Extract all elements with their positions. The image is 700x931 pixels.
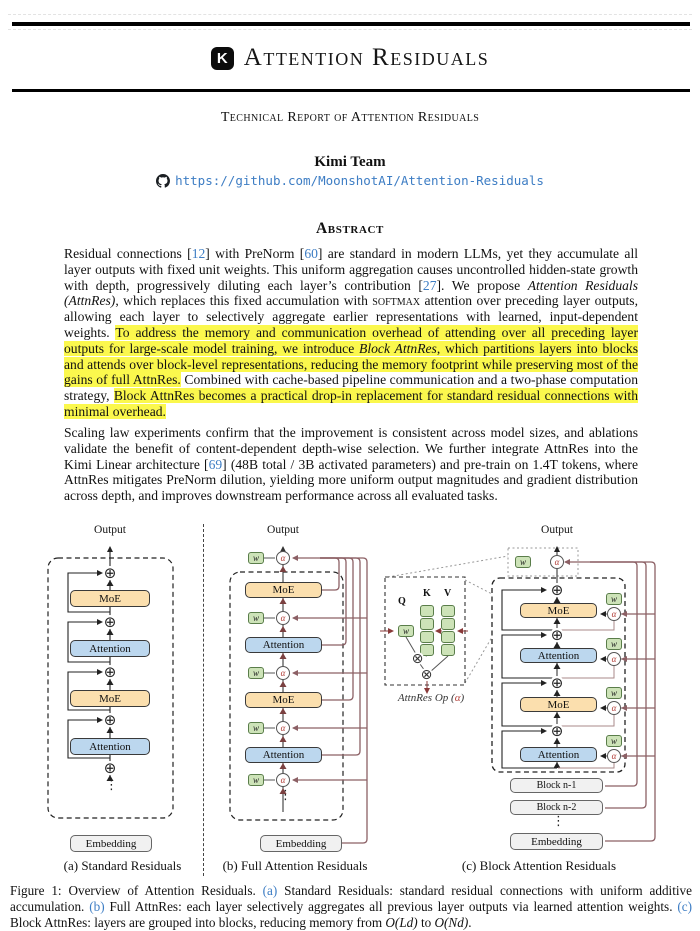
weight-proj-box: w [248, 612, 264, 624]
output-label: Output [94, 524, 126, 536]
attention-block: Attention [245, 637, 322, 653]
header-top-rule [12, 22, 690, 26]
diagram-full-attnres: Output w α MoE w α Attention w α MoE w α… [210, 520, 380, 880]
key-cell [420, 644, 434, 656]
add-node-icon: ⊕ [103, 564, 117, 582]
key-label: K [423, 588, 431, 599]
weight-proj-box: w [248, 774, 264, 786]
matmul-icon: ⊗ [411, 650, 424, 667]
paper-subtitle: Technical Report of Attention Residuals [220, 110, 480, 125]
attention-block: Attention [245, 747, 322, 763]
subcaption-b: (b) Full Attention Residuals [222, 858, 368, 873]
diagram-standard-residuals: Output ⊕ MoE ⊕ Attention ⊕ MoE ⊕ Attenti… [40, 520, 205, 880]
attention-block: Attention [70, 640, 150, 657]
repo-link-row: https://github.com/MoonshotAI/Attention-… [0, 173, 700, 188]
add-node-icon: ⊕ [103, 663, 117, 681]
figure-caption: Figure 1: Overview of Attention Residual… [10, 883, 692, 930]
key-cell [420, 618, 434, 630]
github-icon [156, 173, 171, 188]
embedding-block: Embedding [510, 833, 603, 850]
subcaption-a: (a) Standard Residuals [63, 858, 182, 873]
attnres-op-label: AttnRes Op (α) [380, 692, 482, 704]
attention-block: Attention [520, 747, 597, 762]
paper-title: Attention Residuals [243, 44, 490, 71]
diagram-block-attnres: Output w α Q K V w ⊗ ⊗ AttnRes Op (α) ⊕ … [380, 520, 698, 880]
ellipsis: ⋮ [105, 778, 118, 793]
query-proj-box: w [398, 625, 414, 637]
moe-block: MoE [245, 582, 322, 598]
add-node-icon: ⊕ [103, 613, 117, 631]
alpha-attn-node: α [607, 652, 621, 666]
value-cell [441, 605, 455, 617]
output-label: Output [267, 524, 299, 536]
moe-block: MoE [245, 692, 322, 708]
attention-block: Attention [70, 738, 150, 755]
weight-proj-box: w [515, 556, 531, 568]
kimi-logo-icon: K [210, 46, 234, 70]
add-node-icon: ⊕ [103, 711, 117, 729]
author-team: Kimi Team [314, 154, 386, 170]
weight-proj-box: w [606, 638, 622, 650]
query-label: Q [398, 596, 406, 607]
alpha-attn-node: α [607, 607, 621, 621]
alpha-attn-node: α [550, 555, 564, 569]
op-label-pre: AttnRes Op ( [397, 692, 455, 704]
diagram-a-lines [47, 546, 174, 819]
ellipsis: ⋮ [279, 788, 292, 803]
weight-proj-box: w [606, 593, 622, 605]
alpha-attn-node: α [607, 701, 621, 715]
embedding-block: Embedding [260, 835, 342, 852]
alpha-attn-node: α [276, 666, 290, 680]
value-cell [441, 631, 455, 643]
key-cell [420, 605, 434, 617]
abstract-heading: Abstract [316, 220, 384, 237]
subcaption-c: (c) Block Attention Residuals [461, 858, 617, 873]
value-label: V [444, 588, 452, 599]
repo-link[interactable]: https://github.com/MoonshotAI/Attention-… [175, 173, 544, 188]
header-bottom-rule [12, 89, 690, 92]
op-label-post: ) [460, 692, 465, 704]
weight-proj-box: w [606, 735, 622, 747]
weight-proj-box: w [248, 552, 264, 564]
alpha-attn-node: α [276, 611, 290, 625]
abstract-paragraph-1: Residual connections [12] with PreNorm [… [64, 246, 638, 419]
value-cell [441, 644, 455, 656]
attention-block: Attention [520, 648, 597, 663]
figure-panel-separator [203, 524, 204, 876]
alpha-attn-node: α [276, 773, 290, 787]
moe-block: MoE [70, 590, 150, 607]
block-n1: Block n-1 [510, 778, 603, 793]
alpha-attn-node: α [607, 749, 621, 763]
top-faint-divider [8, 14, 692, 15]
top-faint-divider-2 [8, 29, 692, 30]
output-label: Output [541, 524, 573, 536]
value-cell [441, 618, 455, 630]
paper-title-row: K Attention Residuals [0, 44, 700, 72]
add-node-icon: ⊕ [550, 674, 564, 692]
moe-block: MoE [520, 697, 597, 712]
diagram-c-lines [380, 546, 656, 842]
alpha-attn-node: α [276, 551, 290, 565]
embedding-block: Embedding [70, 835, 152, 852]
weight-proj-box: w [248, 667, 264, 679]
block-n2: Block n-2 [510, 800, 603, 815]
add-node-icon: ⊕ [103, 759, 117, 777]
key-cell [420, 631, 434, 643]
moe-block: MoE [70, 690, 150, 707]
add-node-icon: ⊕ [550, 581, 564, 599]
ellipsis: ⋮ [552, 814, 565, 829]
add-node-icon: ⊕ [550, 722, 564, 740]
op-label-alpha: α [454, 692, 461, 704]
moe-block: MoE [520, 603, 597, 618]
weight-proj-box: w [606, 687, 622, 699]
matmul-icon: ⊗ [420, 666, 433, 683]
abstract-paragraph-2: Scaling law experiments confirm that the… [64, 425, 638, 504]
alpha-attn-node: α [276, 721, 290, 735]
add-node-icon: ⊕ [550, 626, 564, 644]
weight-proj-box: w [248, 722, 264, 734]
